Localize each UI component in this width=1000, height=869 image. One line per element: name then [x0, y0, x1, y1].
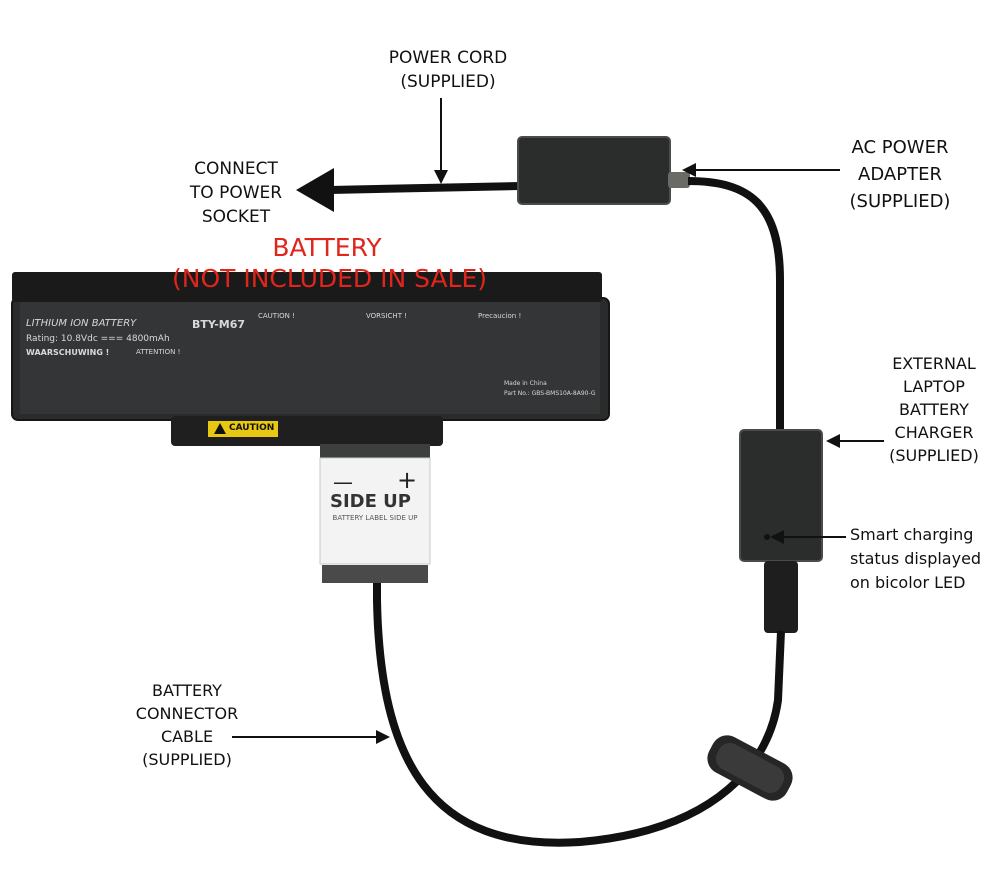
battery-caution-en: CAUTION ! [258, 312, 295, 320]
adapter-plug [668, 172, 690, 188]
connector-plus: + [397, 466, 418, 494]
label-battery-not-included: BATTERY (NOT INCLUDED IN SALE) [172, 233, 488, 293]
battery-part-number: Part No.: GBS-BMS10A-8A90-G [504, 390, 596, 397]
charger-to-connector-cable [373, 580, 785, 847]
battery-connector [319, 444, 431, 583]
connector-minus: — [333, 470, 353, 494]
battery-precaucion: Precaucion ! [478, 312, 522, 320]
battery-vorsicht: VORSICHT ! [366, 312, 408, 320]
laptop-battery [11, 272, 610, 446]
ferrite-bead [707, 735, 793, 801]
battery-model: BTY-M67 [192, 318, 246, 331]
charger-strain-relief [764, 561, 798, 633]
battery-rating: Rating: 10.8Vdc === 4800mAh [26, 334, 170, 344]
status-led [764, 534, 770, 540]
label-external-charger: EXTERNAL LAPTOP BATTERY CHARGER (SUPPLIE… [889, 354, 979, 465]
battery-brand: LITHIUM ION BATTERY [26, 318, 137, 329]
adapter-to-charger-cable [687, 177, 784, 432]
label-power-cord: POWER CORD (SUPPLIED) [388, 48, 508, 92]
label-ac-power-adapter: AC POWER ADAPTER (SUPPLIED) [849, 137, 951, 212]
power-cord [329, 182, 521, 194]
label-led-status: Smart charging status displayed on bicol… [850, 525, 982, 592]
connector-side-up: SIDE UP [330, 491, 411, 512]
socket-arrow-icon [296, 168, 334, 212]
pointer-arrows [232, 98, 884, 744]
ac-power-adapter [517, 136, 671, 205]
battery-label-area: LITHIUM ION BATTERY BTY-M67 Rating: 10.8… [26, 312, 596, 410]
label-connect-socket: CONNECT TO POWER SOCKET [189, 159, 283, 227]
battery-attention: ATTENTION ! [136, 348, 181, 356]
label-connector-cable: BATTERY CONNECTOR CABLE (SUPPLIED) [135, 681, 239, 769]
battery-warning-nl: WAARSCHUWING ! [26, 348, 110, 357]
connector-label-side: BATTERY LABEL SIDE UP [332, 514, 418, 522]
battery-origin: Made in China [504, 380, 547, 387]
battery-caution-tag: CAUTION [229, 423, 275, 433]
